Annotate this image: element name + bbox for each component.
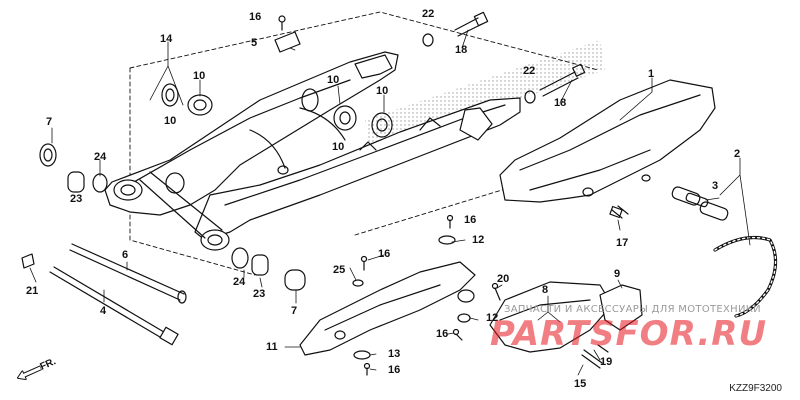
callout-9: 9	[614, 268, 621, 280]
callout-7-b: 7	[291, 305, 298, 317]
watermark: ЗАПЧАСТИ И АКСЕССУАРЫ ДЛЯ МОТОТЕХНИКИ PA…	[490, 302, 790, 362]
callout-10-c: 10	[327, 74, 340, 86]
callout-5: 5	[251, 37, 258, 49]
callout-16-top: 16	[249, 11, 262, 23]
bolts-18-22	[422, 11, 586, 104]
chain-guide-8	[489, 281, 613, 353]
guide-slider-9	[599, 284, 643, 331]
seal-24b	[231, 247, 249, 269]
pivot-collar-6	[69, 243, 185, 301]
callout-24-b: 24	[233, 276, 246, 288]
callout-14: 14	[160, 33, 173, 45]
callout-3: 3	[712, 180, 719, 192]
callout-11: 11	[266, 341, 278, 353]
callout-12-b: 12	[486, 312, 499, 324]
callout-16-e: 16	[436, 328, 449, 340]
pivot-shaft-4	[49, 266, 170, 341]
collar-7a	[39, 143, 57, 167]
callout-10-a: 10	[193, 70, 206, 82]
callout-16-c: 16	[378, 248, 391, 260]
callout-17: 17	[616, 237, 629, 249]
callout-6: 6	[122, 249, 129, 261]
chain-slider	[299, 261, 476, 356]
front-direction-marker: FR.	[14, 356, 66, 386]
front-label: FR.	[38, 356, 58, 373]
figure-code: KZZ9F3200	[729, 383, 782, 394]
callout-23-b: 23	[253, 288, 266, 300]
callout-1: 1	[648, 68, 655, 80]
callout-2: 2	[734, 148, 741, 160]
callout-18-a: 18	[455, 44, 468, 56]
callout-13: 13	[388, 348, 401, 360]
callout-15: 15	[574, 378, 587, 390]
callout-10-e: 10	[376, 85, 389, 97]
callout-21: 21	[26, 285, 39, 297]
callout-22-a: 22	[422, 8, 435, 20]
chain-guard	[499, 79, 716, 203]
rubber-12b	[457, 313, 471, 323]
master-link	[671, 186, 729, 221]
callout-20: 20	[497, 273, 510, 285]
callout-19: 19	[600, 356, 613, 368]
collar-7b	[284, 269, 306, 291]
watermark-logo: PARTSFOR.RU	[490, 314, 768, 354]
callout-22-b: 22	[523, 65, 536, 77]
seal-24a	[92, 173, 108, 193]
callout-23-a: 23	[70, 193, 83, 205]
arrow-left-icon	[16, 365, 43, 381]
seal-23a	[67, 171, 85, 193]
swingarm	[104, 51, 521, 251]
callout-24-a: 24	[94, 151, 107, 163]
bracket-5	[274, 31, 301, 53]
drive-chain	[713, 236, 778, 318]
callout-12-a: 12	[472, 234, 485, 246]
callout-8: 8	[542, 284, 549, 296]
watermark-tagline: ЗАПЧАСТИ И АКСЕССУАРЫ ДЛЯ МОТОТЕХНИКИ	[504, 304, 761, 315]
collar-13	[353, 350, 371, 360]
callout-25: 25	[333, 264, 346, 276]
callout-10-d: 10	[332, 141, 345, 153]
seal-23b	[251, 254, 269, 276]
callout-18-b: 18	[554, 97, 567, 109]
callout-7-a: 7	[46, 116, 53, 128]
rubber-12a	[438, 235, 456, 245]
nut-21	[21, 253, 35, 269]
callout-16-b: 16	[464, 214, 477, 226]
pivot-bearings	[161, 83, 393, 194]
callout-10-b: 10	[164, 115, 177, 127]
callout-4: 4	[100, 305, 107, 317]
callout-16-d: 16	[388, 364, 401, 376]
